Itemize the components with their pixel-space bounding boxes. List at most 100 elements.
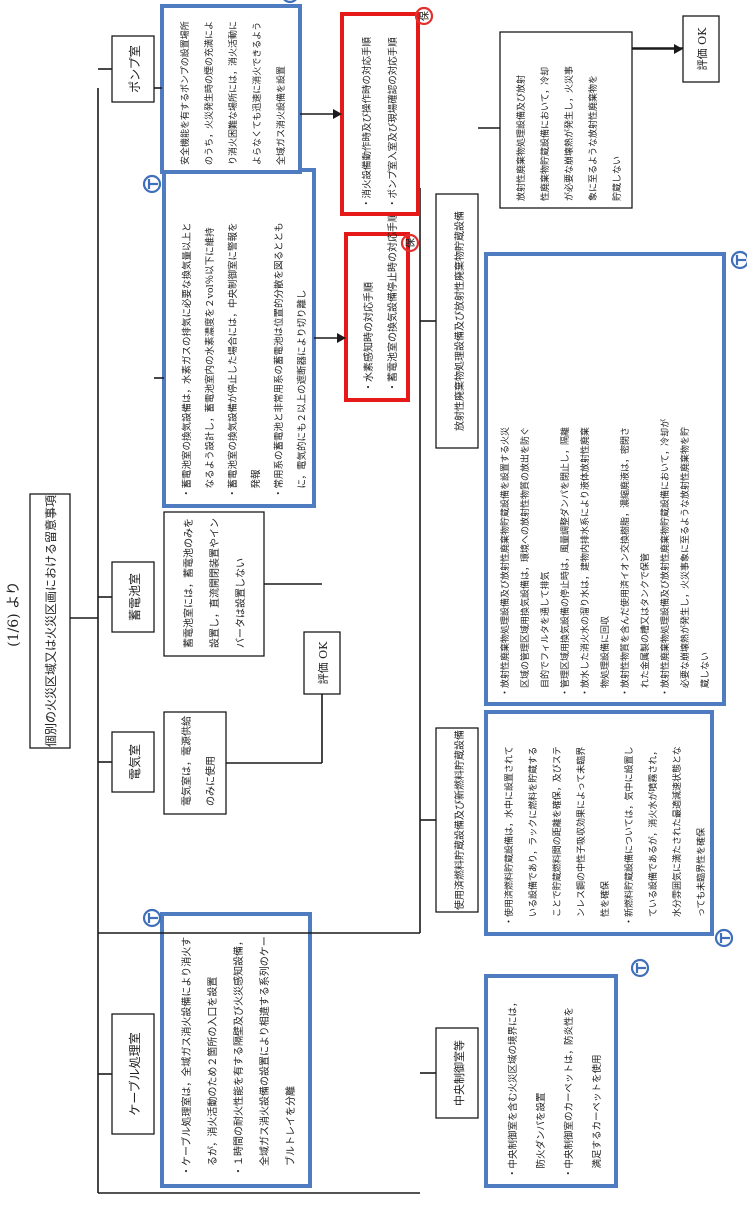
- electrical-desc-line-1: 電気室は，電源供給: [180, 716, 193, 806]
- evaluation-ok-label: 評価 OK: [316, 641, 330, 685]
- circled-markers: 保保: [142, 0, 747, 978]
- radwaste-note-line-1: 放射性廃棄物処理設備及び放射: [515, 75, 527, 201]
- cable-room-detail-text: ・ケーブル処理室は，全域ガス消火設備により消火す るが，消火活動のため２箇所の入…: [180, 936, 297, 1176]
- control-desc-line-4: 満足するカーペットを使用: [591, 1054, 603, 1178]
- radwaste-note-line-2: 性廃棄物貯蔵設備において，冷却: [539, 67, 551, 201]
- fuel-desc-line-6: ・新燃料貯蔵設備については，気中に設置し: [623, 746, 635, 926]
- pump-response-procedure-box: [340, 12, 420, 216]
- cable-desc-line-3: ・１時間の耐火性能を有する隔壁及び火災感知設備，: [232, 936, 245, 1176]
- radwaste-desc-line-2: 区域の管理区域用換気設備は，環境への放射性物質の放出を防ぐ: [519, 427, 531, 697]
- branch-lines: [98, 68, 500, 1075]
- control-room-detail-text: ・中央制御室を含む火災区域の境界には， 防火ダンパを設置 ・中央制御室のカーペッ…: [507, 997, 603, 1178]
- battery-detail-line-1: ・蓄電池室の換気設備は，水素ガスの排気に必要な換気量以上と: [181, 222, 193, 498]
- radwaste-evaluation-label: 評価 OK: [695, 27, 709, 71]
- radwaste-detail-box: [484, 252, 726, 706]
- cable-room-detail-box: [160, 912, 312, 1188]
- fuel-desc-line-5: 性を確保: [599, 881, 611, 926]
- control-desc-line-1: ・中央制御室を含む火災区域の境界には，: [507, 997, 519, 1178]
- battery-desc-line-1: 蓄電池室には，蓄電池のみを: [182, 518, 195, 648]
- svg-text:保: 保: [418, 11, 431, 21]
- marker-te-cable: [142, 908, 162, 928]
- cable-desc-line-5: ブルトレイを分離: [284, 1086, 297, 1176]
- marker-te-battery: [142, 174, 162, 194]
- radwaste-desc-line-5: ・放水した消火水の溜り水は，建物内排水系により液体放射性廃棄: [579, 427, 591, 697]
- arrow-to-pump-response-head: [333, 109, 342, 119]
- radwaste-desc-line-7: ・放射性物質を含んだ使用済イオン交換樹脂，濃縮廃液は，密閉さ: [619, 427, 631, 697]
- marker-te-radwaste: [730, 250, 747, 270]
- control-desc-line-3: ・中央制御室のカーペットは，防炎性を: [563, 1007, 575, 1178]
- electrical-room-detail-text: 電気室は，電源供給 のみに使用: [180, 716, 217, 806]
- fuel-desc-line-8: 水分雰囲気に満たされた最適減速状態とな: [671, 746, 683, 926]
- battery-ventilation-detail-text: ・蓄電池室の換気設備は，水素ガスの排気に必要な換気量以上と なるよう設計し，蓄電…: [181, 222, 308, 498]
- battery-response-procedure-text: ・水素感知時の対応手順 ・蓄電池室の換気設備停止時の対応手順: [362, 212, 399, 392]
- pump-desc-line-4: よらなくても迅速に消火できるよう: [251, 22, 263, 165]
- marker-ho-battery: 保: [400, 233, 420, 253]
- battery-detail-line-5: ・常用系の蓄電池と非常用系の蓄電池は位置的分散を図るととも: [273, 222, 285, 498]
- arrow-to-battery-response-head: [337, 333, 346, 343]
- pump-response-line-2: ・ポンプ室入室及び現場確認の対応手順: [387, 37, 399, 208]
- cable-desc-line-4: 全域ガス消火設備の設置により相違する系列のケー: [258, 936, 271, 1176]
- battery-desc-line-3: バータは設置しない: [234, 558, 247, 648]
- battery-room-label: 蓄電池室: [127, 573, 142, 621]
- pump-room-detail-box: [160, 4, 302, 174]
- marker-ho-pump: 保: [414, 6, 434, 26]
- pump-desc-line-3: り消火困難な場所には，消火活動に: [227, 21, 239, 165]
- radwaste-note-line-5: 貯蔵しない: [611, 156, 623, 201]
- fuel-storage-detail-text: ・使用済燃料貯蔵設備は，水中に設置されて いる設備であり，ラックに燃料を貯蔵する…: [503, 746, 707, 926]
- radwaste-desc-line-10: 必要な崩壊熱が発生し，火災事象に至るような放射性廃棄物を貯: [679, 427, 691, 697]
- battery-room-detail-text: 蓄電池室には，蓄電池のみを 設置し，直流開閉装置やイン バータは設置しない: [182, 518, 247, 648]
- fuel-desc-line-2: いる設備であり，ラックに燃料を貯蔵する: [527, 747, 539, 926]
- battery-detail-line-3: ・蓄電池室の換気設備が停止した場合には，中央制御室に警報を: [227, 222, 239, 498]
- pump-response-procedure-text: ・消火設備動作時及び操作時の対応手順 ・ポンプ室入室及び現場確認の対応手順: [361, 36, 399, 208]
- electrical-desc-line-2: のみに使用: [204, 756, 217, 806]
- radwaste-note-box: [499, 31, 633, 209]
- marker-te-pump: [280, 0, 300, 4]
- radwaste-desc-line-3: 目的でフィルタを通して排気: [539, 571, 551, 697]
- flow-arrows: [300, 44, 683, 343]
- fuel-desc-line-3: ことで貯蔵燃料間の距離を確保，及びステ: [551, 746, 563, 926]
- control-room-label: 中央制御室等: [452, 1040, 466, 1106]
- title-box: [29, 493, 71, 749]
- cable-room-label: ケーブル処理室: [127, 1032, 142, 1115]
- battery-response-line-2: ・蓄電池室の換気設備停止時の対応手順: [386, 212, 399, 392]
- fuel-desc-line-7: ている設備であるが，消火水が噴霧され，: [647, 747, 659, 926]
- battery-detail-line-2: なるよう設計し，蓄電池室内の水素濃度を２vol％以下に維持: [204, 227, 216, 498]
- fuel-storage-detail-box: [484, 710, 714, 936]
- radwaste-desc-line-6: 物処理設備に回収: [599, 616, 611, 697]
- radwaste-note-line-3: が必要な崩壊熱が発生し，火災事: [563, 66, 575, 201]
- radwaste-desc-line-9: ・放射性廃棄物処理設備及び放射性廃棄物貯蔵設備において，冷却が: [659, 419, 671, 697]
- fuel-desc-line-1: ・使用済燃料貯蔵設備は，水中に設置されて: [503, 746, 515, 926]
- battery-detail-line-6: に，電気的にも２以上の遮断器により切り離し: [296, 290, 308, 498]
- diagram-title: 個別の火災区域又は火災区画における留意事項: [43, 495, 58, 747]
- arrow-to-radwaste-evaluation-head: [674, 44, 683, 54]
- pump-desc-line-2: のうち，火災発生時の煙の充満によ: [203, 21, 215, 165]
- battery-detail-line-4: 発報: [250, 469, 262, 498]
- control-room-detail-box: [484, 974, 618, 1188]
- pump-desc-line-5: 全域ガス消火設備を設置: [275, 66, 287, 165]
- radwaste-desc-line-4: ・管理区域用換気設備の停止時は，風量調整ダンパを閉止し，隔離: [559, 427, 571, 697]
- radwaste-detail-text: ・放射性廃棄物処理設備及び放射性廃棄物貯蔵設備を設置する火災 区域の管理区域用換…: [499, 419, 711, 697]
- marker-te-fuel: [714, 928, 734, 948]
- battery-desc-line-2: 設置し，直流開閉装置やイン: [208, 518, 221, 648]
- pump-room-detail-text: 安全機能を有するポンプの設置場所 のうち，火災発生時の煙の充満によ り消火困難な…: [179, 21, 287, 165]
- radwaste-label: 放射性廃棄物処理設備及び放射性廃棄物貯蔵設備: [453, 211, 466, 431]
- marker-te-control: [630, 958, 650, 978]
- electrical-room-label: 電気室: [127, 744, 142, 780]
- fuel-desc-line-4: ンレス鋼の中性子吸収効果によって未臨界: [575, 747, 587, 926]
- figure-reference-label: (1/6) より: [6, 581, 22, 647]
- battery-response-procedure-box: [344, 232, 410, 402]
- fuel-storage-label: 使用済燃料貯蔵設備及び新燃料貯蔵設備: [453, 730, 466, 910]
- diagram-rotated-content: ケーブル処理室 ・ケーブル処理室は，全域ガス消火設備により消火す るが，消火活動…: [6, 0, 747, 1194]
- battery-response-line-1: ・水素感知時の対応手順: [362, 282, 375, 392]
- radwaste-desc-line-11: 蔵しない: [699, 652, 711, 697]
- control-desc-line-2: 防火ダンパを設置: [535, 1092, 547, 1178]
- cable-desc-line-1: ・ケーブル処理室は，全域ガス消火設備により消火す: [180, 937, 193, 1176]
- fuel-desc-line-9: っても未臨界性を確保: [695, 828, 707, 926]
- cable-desc-line-2: るが，消火活動のため２箇所の入口を設置: [206, 977, 219, 1176]
- svg-text:保: 保: [404, 238, 417, 248]
- radwaste-desc-line-1: ・放射性廃棄物処理設備及び放射性廃棄物貯蔵設備を設置する火災: [499, 427, 511, 697]
- radwaste-note-line-4: 象に至るような放射性廃棄物を: [587, 75, 599, 201]
- pump-desc-line-1: 安全機能を有するポンプの設置場所: [179, 21, 191, 165]
- radwaste-note-text: 放射性廃棄物処理設備及び放射 性廃棄物貯蔵設備において，冷却 が必要な崩壊熱が発…: [515, 66, 623, 201]
